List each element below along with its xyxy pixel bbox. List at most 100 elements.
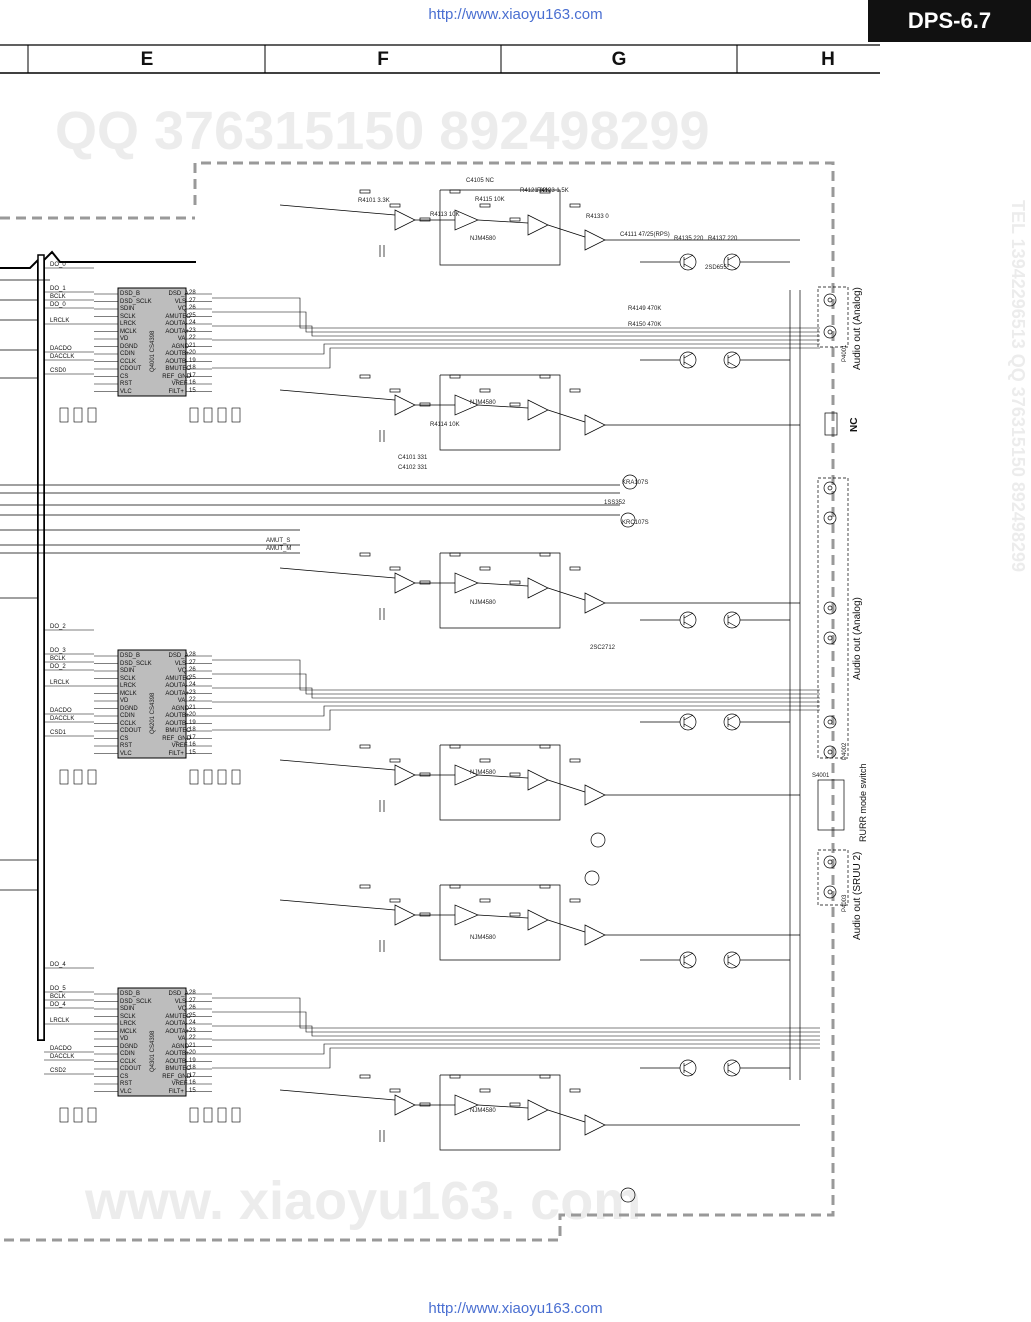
switch-s4001 (817, 779, 845, 831)
component-value: R4135 220 (674, 236, 704, 242)
ic-pin-label: VLS (174, 660, 187, 667)
component-value: C4111 47/25(RPS) (620, 232, 670, 238)
ic-pin-label: FILT+ (168, 750, 184, 757)
signal-label: BCLK (50, 656, 66, 662)
ic-pin-label: AOUTB+ (165, 351, 190, 357)
ic-q4201-label: Q4201 CS4398 (150, 692, 156, 734)
ic-pin-number: 18 (189, 365, 196, 371)
component-value: R4101 3.3K (358, 198, 390, 204)
ic-pin-label: CDOUT (120, 728, 142, 734)
ic-pin-label: REF_GND (162, 735, 191, 742)
ic-pin-label: SDIN (120, 668, 135, 674)
audio-out-sruu-label: Audio out (SRUU 2) (852, 851, 863, 940)
component-value: R4150 470K (628, 322, 662, 328)
ic-pin-number: 23 (189, 689, 196, 696)
component-value: R4133 0 (586, 214, 609, 220)
ic-pin-label: AOUTB- (165, 358, 189, 365)
ic-pin-label: VA (177, 336, 186, 342)
signal-label: CSD2 (50, 1068, 67, 1074)
opamp-label: NJM4580 (470, 400, 496, 406)
signal-label: LRCLK (50, 1018, 70, 1024)
ic-pin-label: CDOUT (120, 366, 142, 372)
ic-pin-label: DSD_B (120, 653, 141, 659)
ic-pin-label: REF_GND (162, 373, 191, 380)
ic-pin-number: 21 (189, 1042, 196, 1049)
p4002-ref: P4002 (842, 742, 848, 760)
switch-ref: S4001 (812, 773, 830, 779)
ic-pin-number: 27 (189, 297, 196, 304)
ic-pin-number: 17 (189, 734, 196, 741)
ic-pin-label: CDIN (120, 1051, 135, 1057)
ic-pin-number: 22 (189, 1035, 196, 1041)
ic-pin-number: 19 (189, 1057, 196, 1064)
component-value: C4105 NC (466, 178, 495, 184)
ic-pin-number: 18 (189, 727, 196, 733)
signal-label: DACCLK (50, 354, 75, 360)
ic-pin-number: 16 (189, 1080, 196, 1086)
ic-pin-label: DGND (120, 343, 138, 350)
ic-pin-label: AMUTEC (165, 675, 191, 682)
ic-pin-label: SCLK (120, 675, 136, 682)
ic-pin-label: BMUTEC (165, 1066, 191, 1072)
nc-label: NC (849, 417, 860, 432)
ic-pin-label: MCLK (120, 1028, 137, 1035)
ic-pin-number: 25 (189, 1012, 196, 1019)
column-header-f: F (377, 49, 389, 70)
ic-pin-label: SDIN (120, 1006, 135, 1012)
opamp-label: NJM4580 (470, 1108, 496, 1114)
ic-pin-number: 21 (189, 704, 196, 711)
ic-pin-number: 17 (189, 372, 196, 379)
ic-pin-number: 24 (189, 1020, 196, 1026)
ic-pin-number: 21 (189, 342, 196, 349)
signal-label: DACDO (50, 1046, 72, 1052)
audio-out-analog-label-1: Audio out (Analog) (852, 287, 863, 370)
source-url-top[interactable]: http://www.xiaoyu163.com (428, 6, 603, 23)
ic-q4001 (117, 287, 187, 397)
ic-pin-label: MCLK (120, 328, 137, 335)
ic-q4201 (117, 649, 187, 759)
ic-pin-number: 18 (189, 1065, 196, 1071)
ic-pin-label: DSD_A (168, 991, 189, 997)
column-header-e: E (140, 49, 154, 70)
signal-label: LRCLK (50, 680, 70, 686)
nc-header (824, 412, 838, 436)
ic-pin-number: 28 (189, 990, 196, 996)
ic-pin-label: DSD_A (168, 291, 189, 297)
ic-pin-number: 26 (189, 1005, 196, 1011)
ic-pin-number: 20 (189, 712, 196, 718)
ic-pin-label: DSD_SCLK (120, 660, 152, 667)
ic-pin-label: CCLK (120, 1058, 137, 1065)
opamp-label: NJM4580 (470, 935, 496, 941)
ic-pin-number: 27 (189, 659, 196, 666)
component-value: R4114 10K (430, 422, 460, 428)
www-watermark: www. xiaoyu163. com (85, 1171, 642, 1231)
signal-label: DO_0 (50, 302, 66, 308)
ic-pin-number: 25 (189, 674, 196, 681)
ic-pin-label: AMUTEC (165, 1013, 191, 1020)
component-value: R4115 10K (475, 197, 505, 203)
ic-pin-label: AOUTA- (165, 1021, 188, 1027)
signal-label: DACDO (50, 346, 72, 352)
ic-pin-number: 16 (189, 742, 196, 748)
signal-label: LRCLK (50, 318, 70, 324)
ic-pin-label: RST (120, 743, 132, 749)
ic-pin-label: DGND (120, 1043, 138, 1050)
ic-pin-label: VD (120, 698, 129, 704)
ic-pin-label: CS (120, 373, 129, 380)
ic-pin-label: VLS (174, 998, 187, 1005)
ic-pin-label: AGND (171, 343, 189, 350)
signal-label: DO_4 (50, 962, 66, 968)
signal-label: DACCLK (50, 1054, 75, 1060)
component-value: R4113 10K (430, 212, 460, 218)
connector-p4003 (817, 849, 849, 906)
ic-pin-label: AOUTB- (165, 1058, 189, 1065)
diode-label: 1SS352 (604, 500, 626, 506)
signal-label: CSD0 (50, 368, 67, 374)
ic-pin-number: 28 (189, 290, 196, 296)
ic-pin-number: 15 (189, 1087, 196, 1094)
signal-label: DO_1 (50, 286, 66, 292)
source-url-bottom[interactable]: http://www.xiaoyu163.com (428, 1300, 603, 1317)
ic-pin-label: LRCK (120, 1021, 137, 1027)
component-value: R4149 470K (628, 306, 662, 312)
component-value: R4121 22K (520, 188, 551, 194)
